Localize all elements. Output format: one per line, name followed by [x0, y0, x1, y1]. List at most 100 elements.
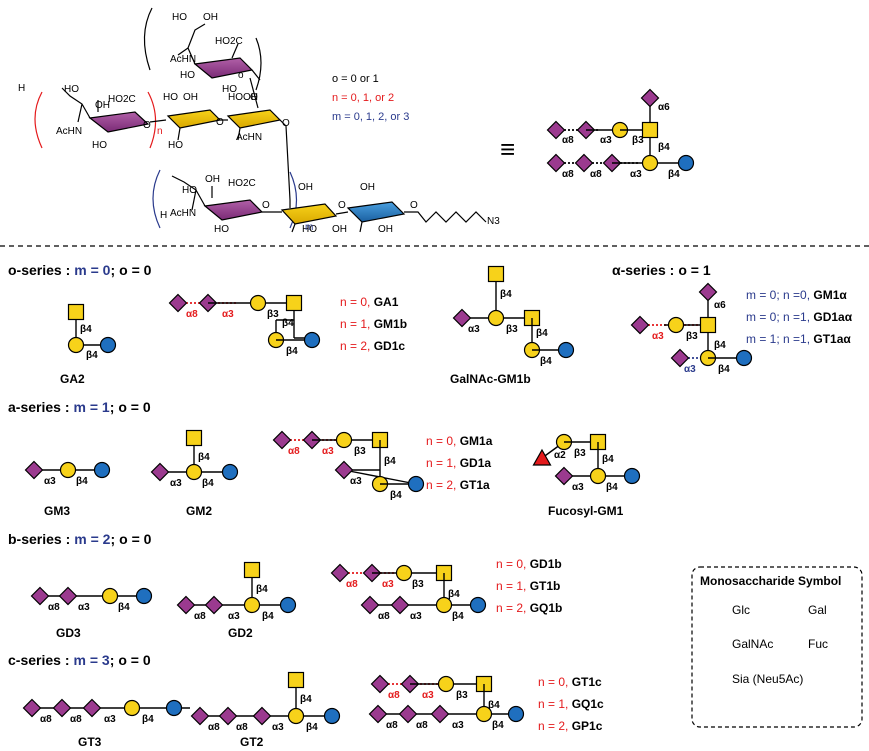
linkage-label-b4: β4 [606, 482, 618, 493]
glc-symbol [469, 596, 487, 614]
linkage-label-a8: α8 [378, 611, 390, 622]
name-fucosyl-gm1: Fucosyl-GM1 [548, 504, 624, 518]
gal-symbol [243, 596, 261, 614]
linkage-label-b3: β3 [412, 579, 424, 590]
ho-label-11: HO [302, 224, 317, 235]
gal-symbol [335, 431, 353, 449]
sia-symbol [334, 460, 354, 480]
linkage-label-b4: β4 [86, 350, 98, 361]
linkage-label-a3: α3 [44, 476, 56, 487]
linkage-label-a2: α2 [554, 450, 566, 461]
oh-label-2: OH [95, 100, 110, 111]
sia-ring-bottom [203, 199, 264, 221]
linkage-label-b3: β3 [456, 690, 468, 701]
gal-symbol [437, 675, 455, 693]
sia-symbol [176, 595, 196, 615]
linkage-label-a6: α6 [658, 102, 670, 113]
alpha-series-option: m = 0; n =1, GD1aα [746, 310, 853, 324]
sia-symbol [22, 698, 42, 718]
linkage-label-a8: α8 [236, 722, 248, 733]
linkage-label-b4: β4 [452, 611, 464, 622]
linkage-label-b4: β4 [142, 714, 154, 725]
oh-label-5: OH [205, 174, 220, 185]
linkage-label-b4: β4 [658, 142, 670, 153]
c-series-option-condition: n = 0, [538, 675, 572, 689]
linkage-label-a3: α3 [350, 476, 362, 487]
ho-label-7: HO [228, 92, 243, 103]
sia-symbol [398, 704, 418, 724]
linkage-label-b4: β4 [262, 611, 274, 622]
linkage-label-b4: β4 [286, 346, 298, 357]
linkage-label-b4: β4 [536, 328, 548, 339]
linkage-label-a8: α8 [70, 714, 82, 725]
o-series-option-name: GM1b [374, 317, 407, 331]
galnac-symbol [243, 561, 261, 579]
linkage-label-a3: α3 [410, 611, 422, 622]
linkage-label-b4: β4 [500, 289, 512, 300]
linkage-label-b3: β3 [574, 448, 586, 459]
oh-label-3: OH [183, 92, 198, 103]
o-link-2: O [216, 117, 224, 128]
sia-symbol [218, 706, 238, 726]
linkage-label-b4: β4 [306, 722, 318, 733]
linkage-label-b4: β4 [488, 700, 500, 711]
var-o-label: o [238, 70, 244, 81]
linkage-label-a8: α8 [40, 714, 52, 725]
linkage-label-a8: α8 [562, 135, 574, 146]
o-link-1: O [143, 120, 151, 131]
sia-ring-left [88, 111, 150, 133]
galnac-symbol [699, 316, 717, 334]
linkage-label-b4: β4 [492, 720, 504, 731]
ho-label-3: HO [222, 84, 237, 95]
sia-symbol [390, 595, 410, 615]
legend-frame [691, 566, 863, 728]
n3-label: N3 [487, 216, 500, 227]
oh-label-1: OH [203, 12, 218, 23]
glc-symbol [677, 154, 695, 172]
legend-galnac-label: GalNAc [732, 637, 773, 651]
oh-label-9: OH [378, 224, 393, 235]
linkage-label-b4: β4 [390, 490, 402, 501]
ho-label-4: HO [64, 84, 79, 95]
var-n-label: n [157, 126, 163, 137]
oh-label-8: OH [332, 224, 347, 235]
alpha-series-option-name: GD1aα [813, 310, 852, 324]
sia-symbol [640, 88, 660, 108]
b-series-option-name: GQ1b [530, 601, 563, 615]
sia-symbol [546, 120, 566, 140]
glc-ring [346, 201, 406, 223]
c-series-option-name: GQ1c [572, 697, 604, 711]
linkage-label-b4: β4 [718, 364, 730, 375]
equals-sign: ≡ [500, 134, 515, 164]
o-bracket-left [143, 7, 153, 71]
sia-symbol [272, 430, 292, 450]
linkage-label-a3: α3 [228, 611, 240, 622]
gal-symbol [435, 596, 453, 614]
alpha-series-option-name: GT1aα [813, 332, 851, 346]
a-series-option-condition: n = 2, [426, 478, 460, 492]
galnac-ring [226, 109, 282, 129]
b-series-option: n = 0, GD1b [496, 557, 562, 571]
linkage-label-b3: β3 [267, 309, 279, 320]
o-link-3: O [282, 118, 290, 129]
o-series-option: n = 2, GD1c [340, 339, 405, 353]
linkage-label-b3: β3 [506, 324, 518, 335]
gal-symbol [101, 587, 119, 605]
gal-ring-2 [280, 203, 338, 225]
sia-symbol [190, 706, 210, 726]
fuc-symbol [532, 448, 552, 466]
alpha-series-option-condition: m = 0; n =1, [746, 310, 813, 324]
a-series-option: n = 0, GM1a [426, 434, 493, 448]
chemical-labels: H H HO OH HO2C AcHN HO HO HO OH HO2C AcH… [18, 12, 500, 235]
galnac-symbol [285, 294, 303, 312]
symbol-legend: Monosaccharide Symbol Glc Gal GalNAc Fuc… [691, 566, 863, 728]
alpha-series-option: m = 1; n =1, GT1aα [746, 332, 851, 346]
sia-symbol [24, 460, 44, 480]
linkage-label-a8: α8 [562, 169, 574, 180]
a-series-option-condition: n = 0, [426, 434, 460, 448]
linkage-label-b3: β3 [354, 446, 366, 457]
glc-symbol [507, 705, 525, 723]
glc-symbol [135, 587, 153, 605]
o-link-6: O [338, 200, 346, 211]
o-link-5: O [262, 200, 270, 211]
